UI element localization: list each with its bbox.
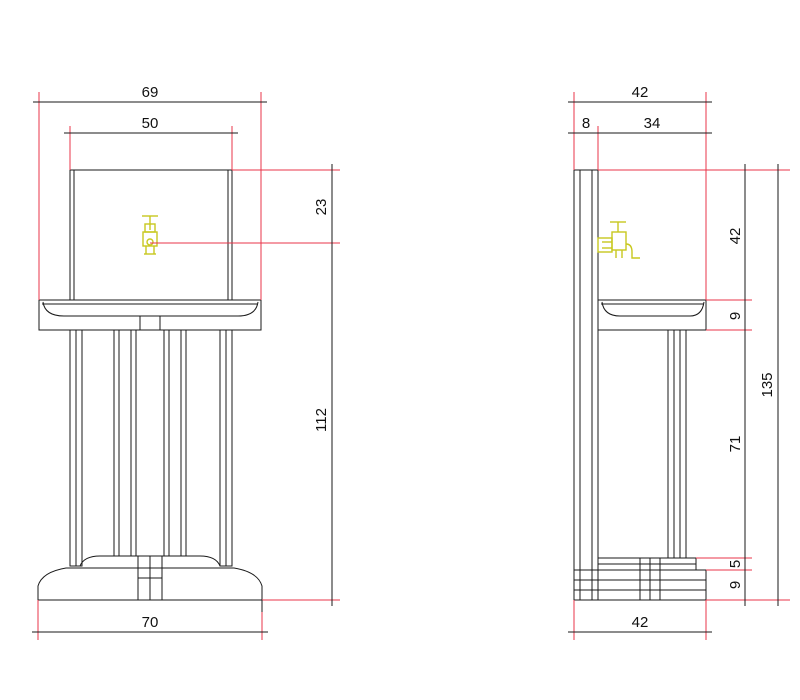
front-faucet-icon [142,215,158,255]
front-backsplash [69,169,233,301]
front-dim-faucet-offset: 23 [313,199,330,216]
front-dim-inner-width: 50 [142,115,159,132]
side-back-panel [573,169,599,601]
side-dim-counter-thickness: 9 [727,312,744,320]
side-dim-basin-depth: 34 [644,115,661,132]
front-view [37,169,263,601]
side-view [573,169,707,601]
side-dim-leg-height: 71 [727,436,744,453]
front-column-right [163,329,187,557]
front-column-left [113,329,137,557]
side-dim-total-height: 135 [759,372,776,397]
side-basin-rim [601,301,705,317]
side-dim-base-height: 9 [727,581,744,589]
front-dim-base-width: 70 [142,614,159,631]
side-dim-panel-thickness: 8 [582,115,590,132]
side-dim-plinth-step: 5 [727,560,744,568]
side-leg [667,329,687,559]
front-drain [139,315,161,331]
front-dim-total-width: 69 [142,84,159,101]
front-base [37,567,263,601]
front-dimension-lines [37,92,340,640]
front-dim-counter-height: 112 [313,408,330,432]
side-dim-backsplash-height: 42 [727,228,744,245]
side-countertop [597,299,707,331]
front-dimension-black [32,101,333,633]
side-dimension-lines [573,92,790,640]
side-dimension-black [568,101,779,633]
side-dim-base-depth: 42 [632,614,649,631]
side-dim-top-depth: 42 [632,84,649,101]
side-faucet-icon [597,221,640,259]
